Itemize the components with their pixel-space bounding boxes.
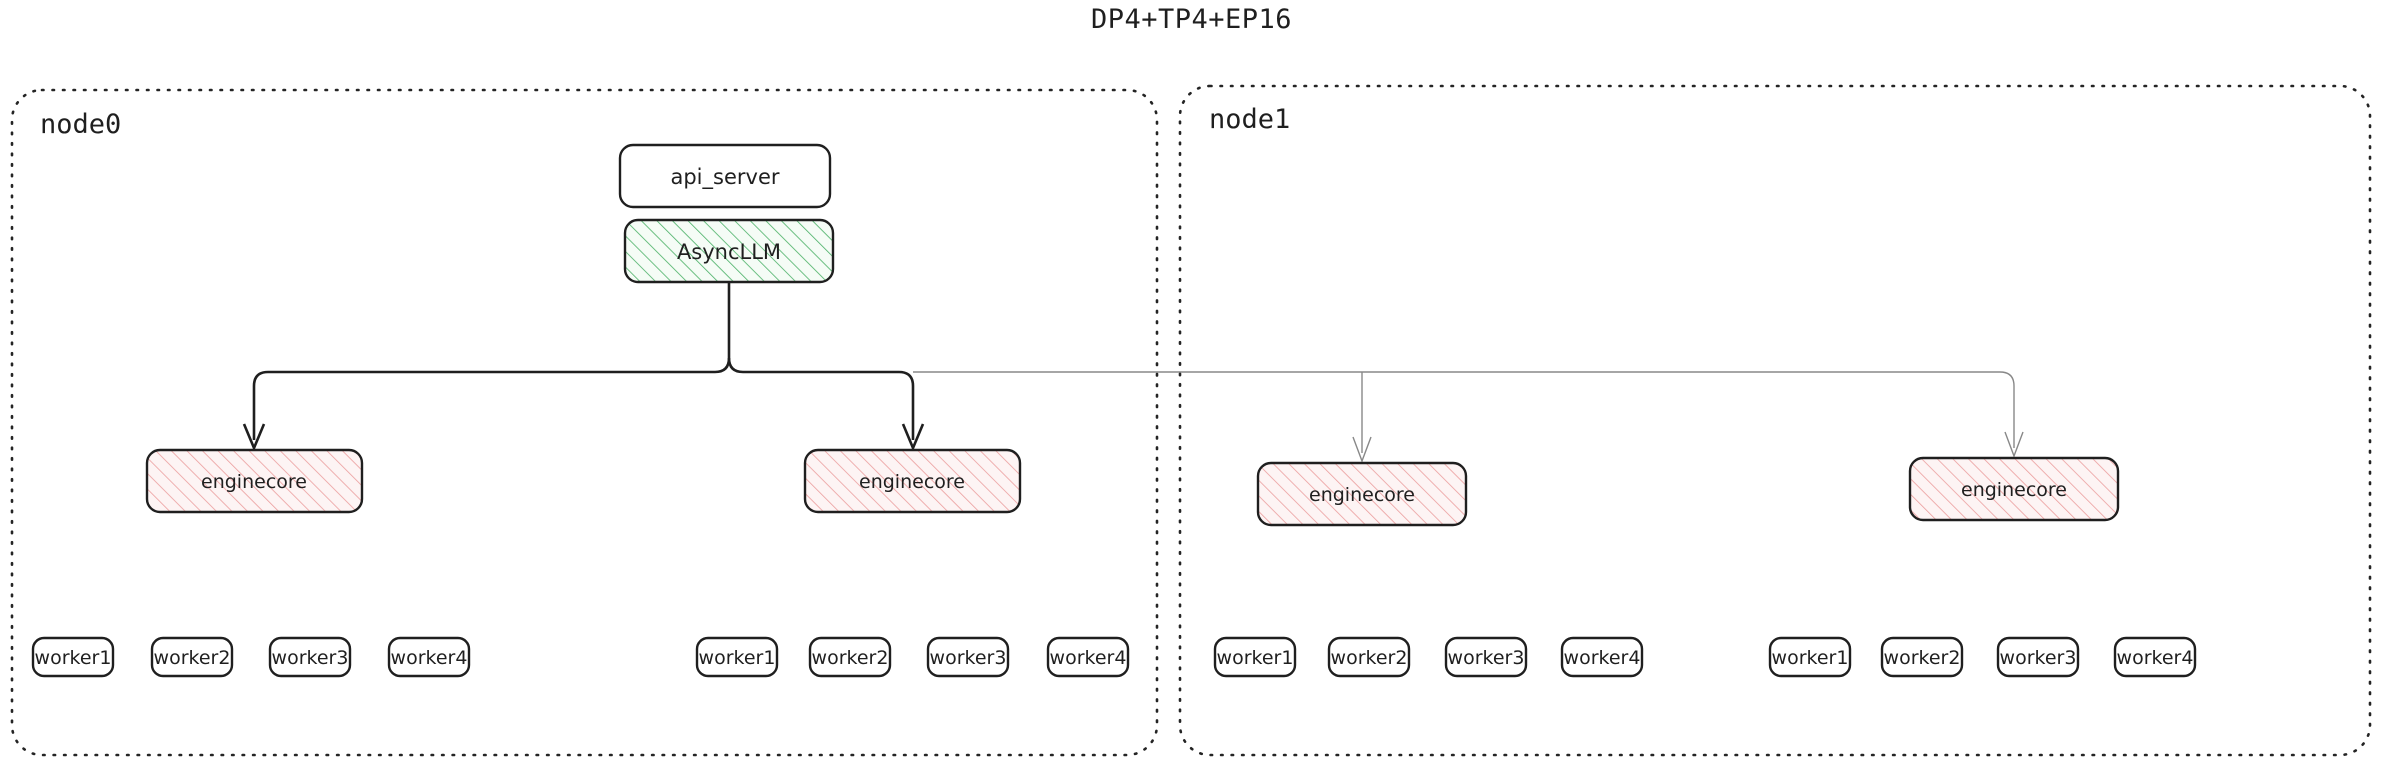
worker-box[interactable]: worker3 (1444, 636, 1528, 678)
worker-box[interactable]: worker4 (387, 636, 471, 678)
node-frame-node1 (1178, 84, 2372, 757)
api-server-label: api_server (670, 165, 779, 190)
edge-bus-cross-node (913, 371, 2015, 448)
worker-label: worker3 (930, 647, 1007, 669)
worker-label: worker2 (154, 647, 231, 669)
enginecore-box-n1-0[interactable]: enginecore (1256, 461, 1468, 527)
worker-label: worker3 (272, 647, 349, 669)
worker-box[interactable]: worker1 (1213, 636, 1297, 678)
worker-box[interactable]: worker2 (1327, 636, 1411, 678)
worker-box[interactable]: worker4 (1046, 636, 1130, 678)
api-server-box[interactable]: api_server (618, 143, 832, 209)
edge-trunk (727, 282, 744, 374)
enginecore-label: enginecore (1309, 484, 1415, 506)
worker-group-n0-b: worker1 worker2 worker3 worker4 (695, 636, 1130, 678)
node-label-node0: node0 (40, 109, 122, 140)
worker-label: worker1 (1772, 647, 1849, 669)
node-label-node1: node1 (1209, 104, 1291, 135)
enginecore-box-n1-1[interactable]: enginecore (1908, 456, 2120, 522)
worker-label: worker2 (1331, 647, 1408, 669)
worker-box[interactable]: worker1 (1768, 636, 1852, 678)
page-title: DP4+TP4+EP16 (1090, 4, 1293, 35)
edge-to-enginecore-0 (252, 370, 715, 440)
node0-boxes: api_server AsyncLLM enginecore enginecor… (145, 143, 1022, 514)
node-frames (10, 84, 2372, 757)
async-llm-label: AsyncLLM (677, 240, 781, 264)
edges (242, 282, 2024, 463)
worker-label: worker4 (1564, 647, 1641, 669)
worker-label: worker4 (1050, 647, 1127, 669)
arrowhead-enginecore-2 (1352, 436, 1372, 463)
worker-label: worker4 (2117, 647, 2194, 669)
worker-box[interactable]: worker3 (268, 636, 352, 678)
worker-label: worker4 (391, 647, 468, 669)
worker-box[interactable]: worker3 (1996, 636, 2080, 678)
worker-group-n0-a: worker1 worker2 worker3 worker4 (31, 636, 471, 678)
worker-group-n1-a: worker1 worker2 worker3 worker4 (1213, 636, 1644, 678)
worker-box[interactable]: worker4 (1560, 636, 1644, 678)
enginecore-box-n0-0[interactable]: enginecore (145, 448, 364, 514)
worker-box[interactable]: worker2 (1880, 636, 1964, 678)
enginecore-label: enginecore (1961, 479, 2067, 501)
worker-box[interactable]: worker1 (695, 636, 779, 678)
worker-label: worker3 (1448, 647, 1525, 669)
worker-box[interactable]: worker4 (2113, 636, 2197, 678)
worker-box[interactable]: worker2 (150, 636, 234, 678)
edge-to-enginecore-1 (743, 370, 915, 440)
enginecore-label: enginecore (859, 471, 965, 493)
worker-group-n1-b: worker1 worker2 worker3 worker4 (1768, 636, 2197, 678)
worker-label: worker1 (699, 647, 776, 669)
async-llm-box[interactable]: AsyncLLM (623, 218, 835, 284)
worker-box[interactable]: worker1 (31, 636, 115, 678)
node1-boxes: enginecore enginecore (1256, 456, 2120, 527)
arrowhead-enginecore-0 (242, 423, 266, 452)
worker-label: worker2 (1884, 647, 1961, 669)
worker-label: worker1 (35, 647, 112, 669)
edge-trunk-left-turn (714, 357, 731, 374)
worker-label: worker1 (1217, 647, 1294, 669)
worker-box[interactable]: worker3 (926, 636, 1010, 678)
worker-label: worker2 (812, 647, 889, 669)
worker-box[interactable]: worker2 (808, 636, 892, 678)
arrowhead-enginecore-1 (901, 423, 925, 452)
arrowhead-enginecore-3 (2004, 431, 2024, 458)
worker-label: worker3 (2000, 647, 2077, 669)
enginecore-label: enginecore (201, 471, 307, 493)
enginecore-box-n0-1[interactable]: enginecore (803, 448, 1022, 514)
